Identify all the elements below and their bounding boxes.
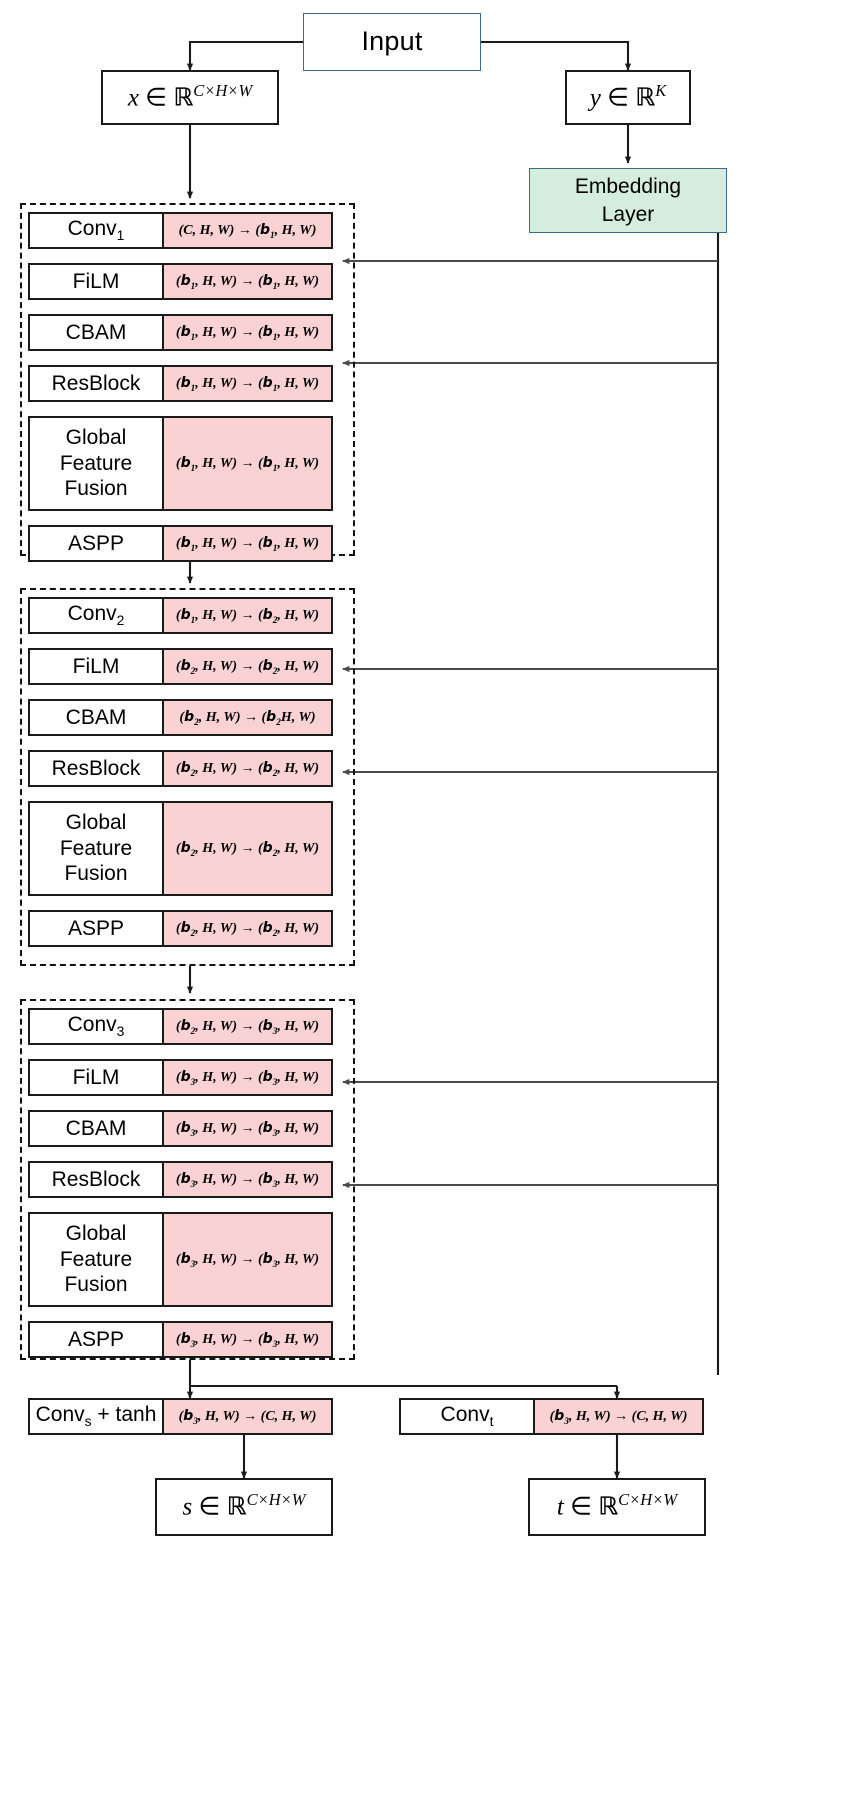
conv-s-tanh-shape: (b3, H, W) → (C, H, W) bbox=[164, 1400, 331, 1433]
layer-row-label: ASPP bbox=[30, 912, 164, 945]
input-label: Input bbox=[361, 26, 423, 57]
layer-row-shape: (b2, H, W) → (b2, H, W) bbox=[164, 803, 331, 894]
layer-row-label: ResBlock bbox=[30, 752, 164, 785]
input-node[interactable]: Input bbox=[303, 13, 481, 71]
layer-row[interactable]: FiLM(b1, H, W) → (b1, H, W) bbox=[28, 263, 333, 300]
layer-row[interactable]: ASPP(b3, H, W) → (b3, H, W) bbox=[28, 1321, 333, 1358]
stage-2-group bbox=[20, 588, 355, 966]
layer-row-label: ResBlock bbox=[30, 367, 164, 400]
layer-row[interactable]: ASPP(b2, H, W) → (b2, H, W) bbox=[28, 910, 333, 947]
s-output-node[interactable]: s ∈ ℝC×H×W bbox=[155, 1478, 333, 1536]
layer-row[interactable]: ResBlock(b2, H, W) → (b2, H, W) bbox=[28, 750, 333, 787]
layer-row-shape: (b3, H, W) → (b3, H, W) bbox=[164, 1163, 331, 1196]
layer-row-label: Conv2 bbox=[30, 599, 164, 632]
layer-row-shape: (b2, H, W) → (b2, H, W) bbox=[164, 752, 331, 785]
layer-row-shape: (b1, H, W) → (b1, H, W) bbox=[164, 527, 331, 560]
layer-row-shape: (b1, H, W) → (b1, H, W) bbox=[164, 367, 331, 400]
layer-row-shape: (b1, H, W) → (b1, H, W) bbox=[164, 418, 331, 509]
layer-row-shape: (b2, H, W) → (b3, H, W) bbox=[164, 1010, 331, 1043]
layer-row-shape: (b2, H, W) → (b2, H, W) bbox=[164, 650, 331, 683]
conv-t-row[interactable]: Convt (b3, H, W) → (C, H, W) bbox=[399, 1398, 704, 1435]
embedding-layer-node[interactable]: Embedding Layer bbox=[529, 168, 727, 233]
layer-row-shape: (b2, H, W) → (b2H, W) bbox=[164, 701, 331, 734]
layer-row-shape: (b1, H, W) → (b1, H, W) bbox=[164, 265, 331, 298]
layer-row-shape: (b3, H, W) → (b3, H, W) bbox=[164, 1061, 331, 1094]
layer-row[interactable]: ResBlock(b3, H, W) → (b3, H, W) bbox=[28, 1161, 333, 1198]
t-output-label: t ∈ ℝC×H×W bbox=[556, 1490, 678, 1521]
conv-s-tanh-row[interactable]: Convs + tanh (b3, H, W) → (C, H, W) bbox=[28, 1398, 333, 1435]
conditioning-wires bbox=[342, 257, 718, 1189]
conv-t-shape: (b3, H, W) → (C, H, W) bbox=[535, 1400, 702, 1433]
layer-row-label: ResBlock bbox=[30, 1163, 164, 1196]
y-tensor-node[interactable]: y ∈ ℝK bbox=[565, 70, 691, 125]
layer-row-shape: (b2, H, W) → (b2, H, W) bbox=[164, 912, 331, 945]
layer-row[interactable]: Conv3(b2, H, W) → (b3, H, W) bbox=[28, 1008, 333, 1045]
layer-row[interactable]: CBAM(b1, H, W) → (b1, H, W) bbox=[28, 314, 333, 351]
layer-row-label: CBAM bbox=[30, 316, 164, 349]
layer-row-label: FiLM bbox=[30, 265, 164, 298]
y-tensor-label: y ∈ ℝK bbox=[589, 80, 667, 112]
t-output-node[interactable]: t ∈ ℝC×H×W bbox=[528, 1478, 706, 1536]
layer-row-shape: (b3, H, W) → (b3, H, W) bbox=[164, 1112, 331, 1145]
layer-row[interactable]: CBAM(b2, H, W) → (b2H, W) bbox=[28, 699, 333, 736]
layer-row[interactable]: Conv2(b1, H, W) → (b2, H, W) bbox=[28, 597, 333, 634]
layer-row-label: ASPP bbox=[30, 527, 164, 560]
layer-row[interactable]: CBAM(b3, H, W) → (b3, H, W) bbox=[28, 1110, 333, 1147]
layer-row-shape: (b3, H, W) → (b3, H, W) bbox=[164, 1214, 331, 1305]
layer-row[interactable]: ASPP(b1, H, W) → (b1, H, W) bbox=[28, 525, 333, 562]
layer-row-shape: (b1, H, W) → (b1, H, W) bbox=[164, 316, 331, 349]
layer-row[interactable]: FiLM(b3, H, W) → (b3, H, W) bbox=[28, 1059, 333, 1096]
conv-t-label: Convt bbox=[401, 1400, 535, 1433]
layer-row-label: Conv1 bbox=[30, 214, 164, 247]
x-tensor-node[interactable]: x ∈ ℝC×H×W bbox=[101, 70, 279, 125]
layer-row-shape: (b3, H, W) → (b3, H, W) bbox=[164, 1323, 331, 1356]
layer-row-label: ASPP bbox=[30, 1323, 164, 1356]
layer-row-label: CBAM bbox=[30, 701, 164, 734]
x-tensor-label: x ∈ ℝC×H×W bbox=[127, 80, 253, 112]
layer-row-label: Conv3 bbox=[30, 1010, 164, 1043]
embedding-layer-label-line1: Embedding bbox=[574, 175, 682, 199]
layer-row[interactable]: Conv1(C, H, W) → (b1, H, W) bbox=[28, 212, 333, 249]
conv-s-tanh-label: Convs + tanh bbox=[30, 1400, 164, 1433]
layer-row-label: FiLM bbox=[30, 1061, 164, 1094]
layer-row[interactable]: ResBlock(b1, H, W) → (b1, H, W) bbox=[28, 365, 333, 402]
s-output-label: s ∈ ℝC×H×W bbox=[182, 1490, 306, 1521]
layer-row-label: FiLM bbox=[30, 650, 164, 683]
layer-row-label: CBAM bbox=[30, 1112, 164, 1145]
layer-row-shape: (C, H, W) → (b1, H, W) bbox=[164, 214, 331, 247]
layer-row-shape: (b1, H, W) → (b2, H, W) bbox=[164, 599, 331, 632]
embedding-layer-label-line2: Layer bbox=[601, 202, 655, 226]
layer-row[interactable]: FiLM(b2, H, W) → (b2, H, W) bbox=[28, 648, 333, 685]
stage-3-group bbox=[20, 999, 355, 1360]
